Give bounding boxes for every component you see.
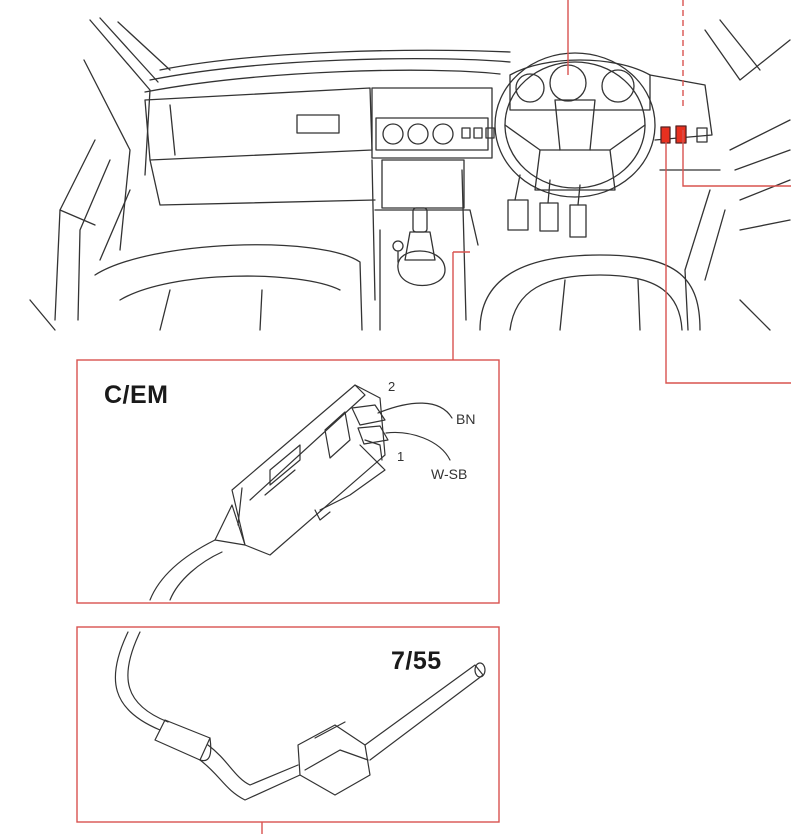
dash-top-line (149, 57, 511, 81)
callout-relay-upper (682, 130, 791, 187)
connector-cable (149, 539, 216, 601)
callout-connector-line (452, 251, 470, 360)
sensor-drawing (114, 631, 486, 801)
pin-number-1: 1 (397, 449, 405, 464)
sensor-code-label: 7/55 (391, 647, 442, 675)
wire-leader-bottom (385, 431, 451, 461)
wire-color-bn: BN (456, 411, 476, 427)
sensor-probe (364, 664, 484, 761)
relay-right (675, 125, 687, 144)
connector-panel (76, 359, 500, 604)
sensor-nut (297, 724, 371, 796)
relay-left (660, 126, 671, 144)
sensor-cable (114, 631, 161, 731)
relay-pair (660, 125, 687, 144)
wire-color-wsb: W-SB (431, 466, 468, 482)
dashboard-illustration (29, 17, 791, 331)
connector-code-label: C/EM (104, 381, 169, 409)
center-console (371, 87, 495, 331)
right-dash (649, 19, 791, 331)
callout-lines (261, 0, 791, 834)
pin-number-2: 2 (388, 379, 396, 394)
seats (29, 244, 771, 331)
wire-leader-top (377, 402, 453, 419)
steering-wheel (494, 52, 656, 198)
pedals (507, 174, 587, 238)
callout-relay-lower (665, 142, 791, 384)
connector-drawing (149, 384, 453, 601)
connector-body (231, 384, 386, 556)
sensor-panel (76, 626, 500, 823)
gear-shifter (392, 207, 446, 287)
glovebox (144, 87, 376, 206)
left-pillar (54, 17, 171, 321)
